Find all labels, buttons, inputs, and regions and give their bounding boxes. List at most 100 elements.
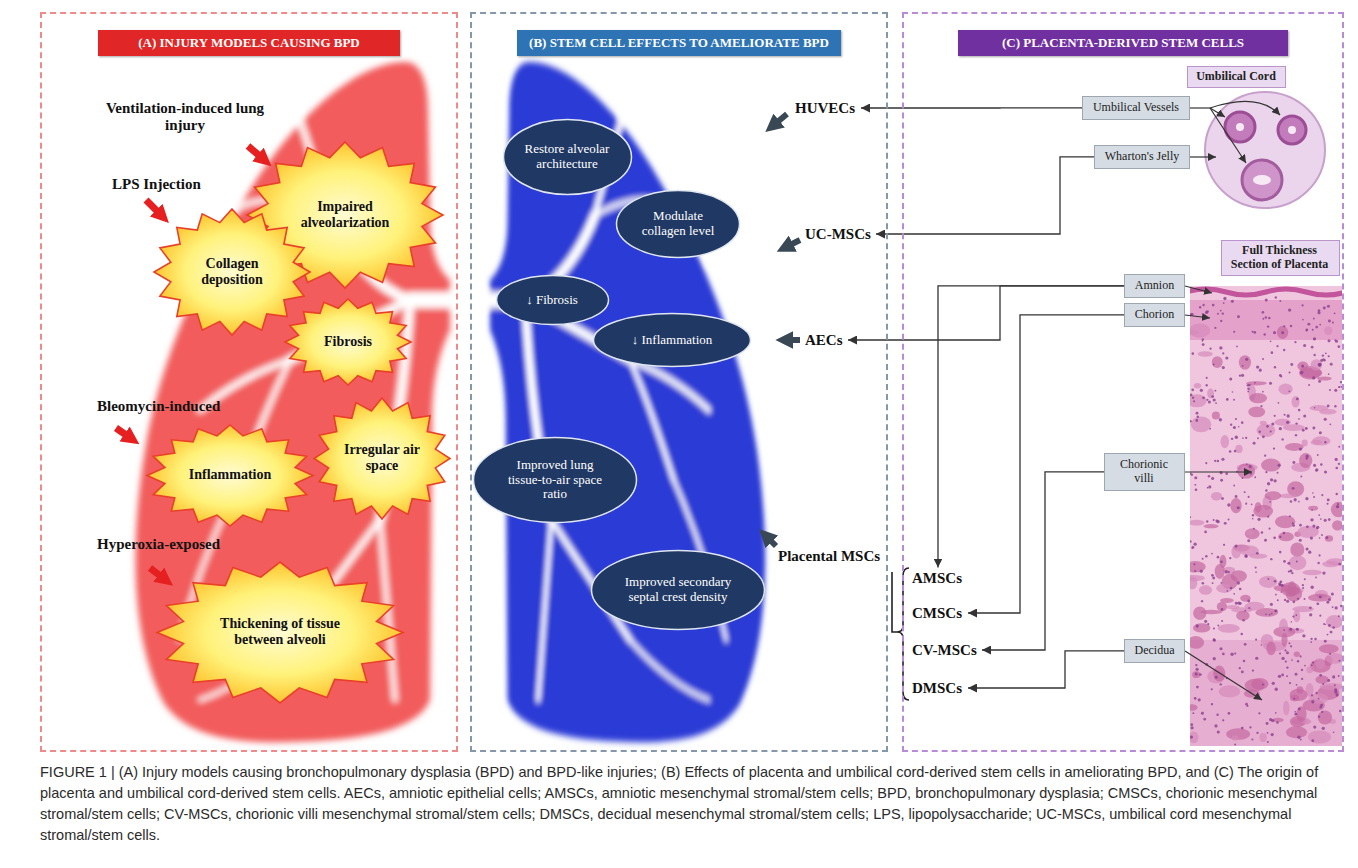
villus-blob xyxy=(1320,683,1342,690)
nucleus-dot xyxy=(1328,598,1331,601)
nucleus-dot xyxy=(1300,655,1302,657)
lumen xyxy=(1288,126,1296,134)
villus-blob xyxy=(1297,526,1319,538)
block-arrow xyxy=(775,114,787,124)
red-arrow xyxy=(116,428,129,437)
nucleus-dot xyxy=(1213,627,1215,629)
nucleus-dot xyxy=(1270,558,1272,560)
nucleus-dot xyxy=(1196,624,1199,627)
villus-blob xyxy=(1324,326,1332,335)
villus-blob xyxy=(1296,706,1306,722)
nucleus-dot xyxy=(1278,402,1280,404)
nucleus-dot xyxy=(1315,692,1317,694)
nucleus-dot xyxy=(1292,487,1295,490)
nucleus-dot xyxy=(1315,468,1318,471)
nucleus-dot xyxy=(1328,624,1331,627)
node-text: Chorion xyxy=(1134,308,1175,322)
connector-arrow xyxy=(876,157,1094,234)
nucleus-dot xyxy=(1221,608,1224,611)
nucleus-dot xyxy=(1266,722,1269,725)
nucleus-dot xyxy=(1328,373,1330,375)
villus-blob xyxy=(1226,605,1240,609)
nucleus-dot xyxy=(1220,683,1222,685)
nucleus-dot xyxy=(1329,389,1331,391)
nucleus-dot xyxy=(1231,438,1233,440)
nucleus-dot xyxy=(1220,310,1222,312)
tissue-label-box: Wharton's Jelly xyxy=(1094,145,1190,169)
nucleus-dot xyxy=(1221,458,1224,461)
nucleus-dot xyxy=(1237,581,1240,584)
cell-type-label: CMSCs xyxy=(908,603,968,624)
nucleus-dot xyxy=(1294,711,1296,713)
nucleus-dot xyxy=(1206,520,1208,522)
node-text: Decidua xyxy=(1134,644,1175,658)
nucleus-dot xyxy=(1242,437,1244,439)
nucleus-dot xyxy=(1267,732,1269,734)
nucleus-dot xyxy=(1316,602,1319,605)
nucleus-dot xyxy=(1336,693,1339,696)
nucleus-dot xyxy=(1245,437,1247,439)
image-pointers xyxy=(1185,101,1280,700)
nucleus-dot xyxy=(1202,338,1204,340)
node-text: Improved lung tissue-to-air space ratio xyxy=(501,458,610,503)
villus-blob xyxy=(1190,394,1207,407)
nucleus-dot xyxy=(1309,613,1312,616)
nucleus-dot xyxy=(1299,447,1302,450)
nucleus-dot xyxy=(1337,345,1340,348)
nucleus-dot xyxy=(1317,562,1319,564)
nucleus-dot xyxy=(1233,331,1235,333)
label-text: Bleomycin-induced xyxy=(97,398,220,415)
leader-line xyxy=(1185,471,1252,472)
villus-blob xyxy=(1319,644,1339,653)
node-text: DMSCs xyxy=(912,680,964,697)
injury-starburst: Fibrosis xyxy=(283,297,413,387)
nucleus-dot xyxy=(1192,712,1194,714)
nucleus-dot xyxy=(1213,398,1216,401)
nucleus-dot xyxy=(1238,426,1240,428)
nucleus-dot xyxy=(1258,712,1260,714)
nucleus-dot xyxy=(1275,688,1278,691)
node-text: Full Thickness Section of Placenta xyxy=(1230,244,1330,272)
nucleus-dot xyxy=(1207,623,1209,625)
villus-blob xyxy=(1294,652,1300,657)
nucleus-dot xyxy=(1310,536,1313,539)
villus-blob xyxy=(1315,675,1328,683)
nucleus-dot xyxy=(1202,343,1205,346)
nucleus-dot xyxy=(1265,299,1268,302)
nucleus-dot xyxy=(1284,414,1286,416)
nucleus-dot xyxy=(1327,679,1330,682)
nucleus-dot xyxy=(1239,374,1241,376)
nucleus-dot xyxy=(1272,682,1275,685)
nucleus-dot xyxy=(1230,587,1233,590)
nucleus-dot xyxy=(1340,605,1342,607)
nucleus-dot xyxy=(1330,631,1333,634)
nucleus-dot xyxy=(1321,534,1323,536)
nucleus-dot xyxy=(1295,434,1297,436)
nucleus-dot xyxy=(1325,352,1327,354)
nucleus-dot xyxy=(1324,624,1326,626)
nucleus-dot xyxy=(1297,736,1300,739)
nucleus-dot xyxy=(1279,536,1281,538)
nucleus-dot xyxy=(1323,623,1325,625)
nucleus-dot xyxy=(1245,358,1248,361)
caption-text: FIGURE 1 | (A) Injury models causing bro… xyxy=(40,762,1340,846)
nucleus-dot xyxy=(1304,665,1306,667)
nucleus-dot xyxy=(1320,704,1323,707)
nucleus-dot xyxy=(1332,675,1335,678)
nucleus-dot xyxy=(1275,296,1277,298)
nucleus-dot xyxy=(1237,315,1240,318)
nucleus-dot xyxy=(1270,603,1273,606)
nucleus-dot xyxy=(1278,583,1281,586)
leader-line xyxy=(1210,101,1280,115)
nucleus-dot xyxy=(1267,325,1269,327)
group-bracket xyxy=(892,568,909,700)
nucleus-dot xyxy=(1313,337,1316,340)
nucleus-dot xyxy=(1222,653,1225,656)
nucleus-dot xyxy=(1214,460,1216,462)
villus-blob xyxy=(1281,633,1287,647)
nucleus-dot xyxy=(1253,442,1256,445)
villus-blob xyxy=(1278,384,1292,395)
starburst-shape xyxy=(157,562,403,703)
nucleus-dot xyxy=(1291,659,1293,661)
nucleus-dot xyxy=(1322,683,1324,685)
